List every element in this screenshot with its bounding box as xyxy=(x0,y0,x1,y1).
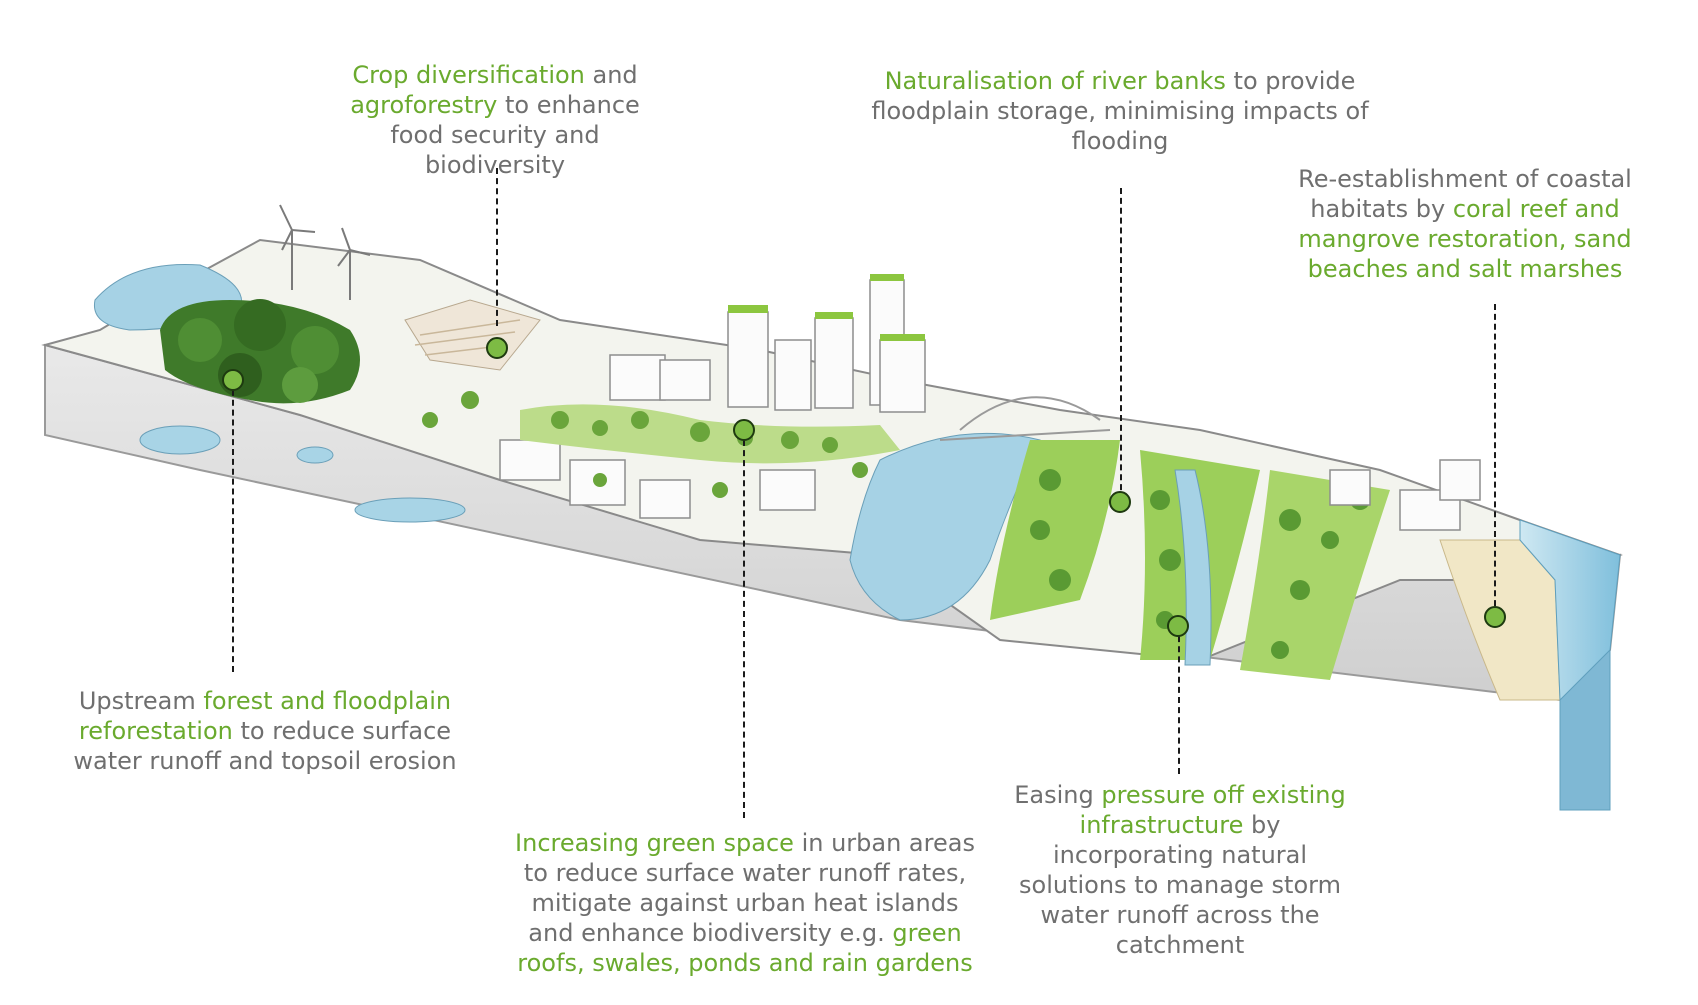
river-bank-vegetation xyxy=(1240,470,1390,680)
leader-line-coastal xyxy=(1494,304,1496,616)
groundwater-pocket xyxy=(354,497,466,523)
groundwater-pocket xyxy=(296,446,334,464)
highlight-text: beaches and salt marshes xyxy=(1307,255,1623,283)
highlight-text: mangrove restoration, sand xyxy=(1298,225,1632,253)
highlight-text: infrastructure xyxy=(1079,811,1244,839)
highlight-text: Naturalisation of river banks xyxy=(884,67,1226,95)
groundwater-pocket xyxy=(139,425,221,455)
urban-green-space xyxy=(520,404,900,464)
marker-infra xyxy=(1167,615,1189,637)
callout-green-space: Increasing green space in urban areas to… xyxy=(505,828,985,978)
highlight-text: Crop diversification xyxy=(352,61,585,89)
wind-turbines xyxy=(279,204,371,300)
sea xyxy=(1559,648,1611,811)
highlight-text: reforestation xyxy=(78,717,233,745)
river-bank-vegetation xyxy=(990,440,1120,620)
city-buildings xyxy=(499,279,926,519)
highlight-text: green xyxy=(892,919,962,947)
highlight-text: coral reef and xyxy=(1452,195,1620,223)
marker-green xyxy=(733,419,755,441)
main-river xyxy=(849,432,1041,621)
leader-line-river xyxy=(1120,188,1122,500)
marker-crop xyxy=(486,337,508,359)
highlight-text: forest and floodplain xyxy=(203,687,452,715)
highlight-text: agroforestry xyxy=(350,91,498,119)
highlight-text: pressure off existing xyxy=(1101,781,1346,809)
secondary-channel xyxy=(1174,469,1212,666)
leader-line-forest xyxy=(232,380,234,672)
callout-crop-diversification: Crop diversification and agroforestry to… xyxy=(350,61,640,179)
bridge xyxy=(959,396,1101,431)
leader-line-green xyxy=(743,430,745,818)
highlight-text: Increasing green space xyxy=(515,829,794,857)
marker-river xyxy=(1109,491,1131,513)
callout-forest-reforestation: Upstream forest and floodplain reforesta… xyxy=(73,687,457,775)
callout-coastal-habitats: Re-establishment of coastal habitats by … xyxy=(1270,164,1660,284)
highlight-text: roofs, swales, ponds and rain gardens xyxy=(517,949,973,977)
marker-forest xyxy=(222,369,244,391)
leader-line-infra xyxy=(1178,626,1180,774)
marker-coastal xyxy=(1484,606,1506,628)
callout-infrastructure: Easing pressure off existing infrastruct… xyxy=(1014,781,1346,959)
callout-river-banks: Naturalisation of river banks to provide… xyxy=(871,67,1369,155)
leader-line-crop xyxy=(496,168,498,326)
